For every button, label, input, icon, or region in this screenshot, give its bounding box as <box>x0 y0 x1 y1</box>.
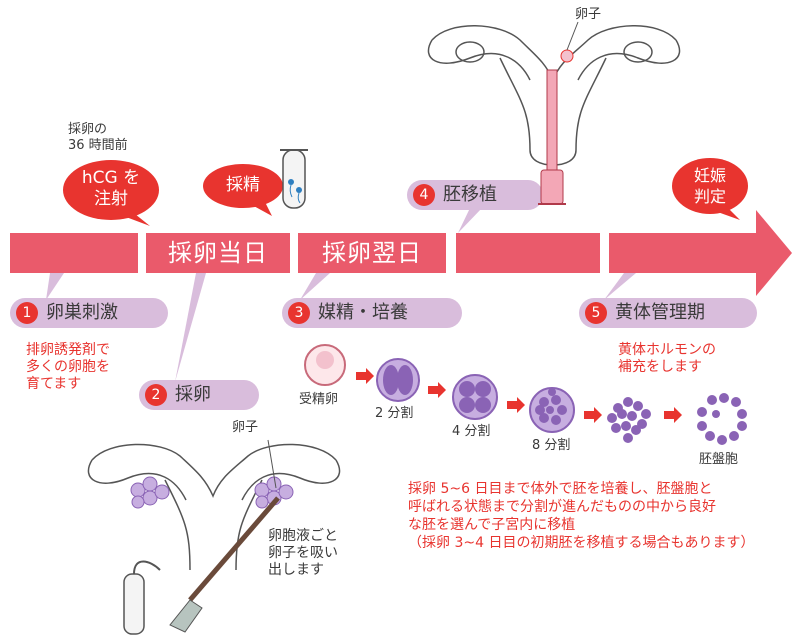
label-egg-bottom: 卵子 <box>232 420 259 435</box>
note-aspiration: 卵胞液ごと 卵子を吸い 出します <box>268 528 338 578</box>
step-4-pill: 4 胚移植 <box>407 180 543 210</box>
step-3-label: 媒精・培養 <box>318 302 408 323</box>
step-3-number: 3 <box>288 302 310 324</box>
note-luteal: 黄体ホルモンの 補充をします <box>618 342 716 375</box>
step-1-label: 卵巣刺激 <box>46 302 118 323</box>
step-5-number: 5 <box>585 302 607 324</box>
saisei-bubble-text: 採精 <box>226 175 260 195</box>
note-stimulation: 排卵誘発剤で 多くの卵胞を 育てます <box>26 342 110 392</box>
step-3-pill: 3 媒精・培養 <box>282 298 462 328</box>
stage-label-2cell: 2 分割 <box>375 406 414 421</box>
step-5-label: 黄体管理期 <box>615 302 705 323</box>
step-2-number: 2 <box>145 384 167 406</box>
ninshin-bubble-text: 妊娠 判定 <box>693 166 726 206</box>
timing-note: 採卵の 36 時間前 <box>68 122 128 153</box>
timeline-bar-segment-1 <box>10 233 138 273</box>
step-1-number: 1 <box>16 302 38 324</box>
stage-label-fertilized: 受精卵 <box>299 392 339 407</box>
timeline-bar-segment-5 <box>609 233 759 273</box>
timeline-bar-segment-2 <box>146 233 290 273</box>
step-2-pill: 2 採卵 <box>139 380 259 410</box>
step-4-label: 胚移植 <box>443 184 497 205</box>
bar-label-day-of: 採卵当日 <box>168 239 268 267</box>
timeline-bar-segment-3 <box>298 233 446 273</box>
stage-label-blastocyst: 胚盤胞 <box>699 452 739 467</box>
step-2-label: 採卵 <box>175 384 211 405</box>
step-1-pill: 1 卵巣刺激 <box>10 298 168 328</box>
timeline-bar-segment-4 <box>456 233 600 273</box>
label-egg-top: 卵子 <box>575 7 602 22</box>
hcg-bubble-text: hCG を 注射 <box>81 168 141 209</box>
stage-label-8cell: 8 分割 <box>532 438 571 453</box>
step-4-number: 4 <box>413 184 435 206</box>
step-5-pill: 5 黄体管理期 <box>579 298 757 328</box>
note-culture: 採卵 5~6 日目まで体外で胚を培養し、胚盤胞と 呼ばれる状態まで分割が進んだも… <box>408 481 755 551</box>
bar-label-next-day: 採卵翌日 <box>322 239 422 267</box>
stage-label-4cell: 4 分割 <box>452 424 491 439</box>
